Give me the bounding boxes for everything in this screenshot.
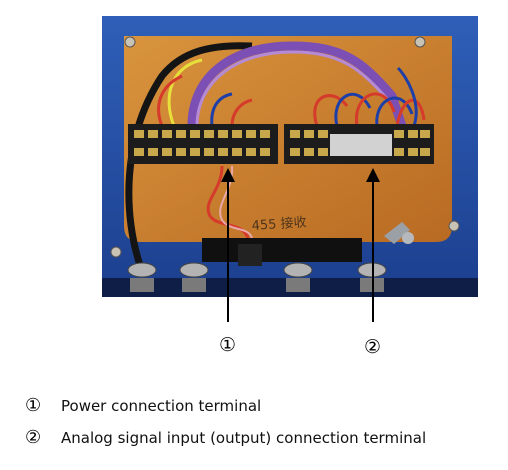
legend-text: Power connection terminal [61,397,262,415]
legend-item-signal: ② Analog signal input (output) connectio… [25,428,426,448]
legend-marker: ② [25,427,42,448]
legend-item-power: ① Power connection terminal [25,396,261,416]
legend-marker: ① [25,395,42,416]
junction-box-photo: 455 接收 [102,16,478,297]
legend-text: Analog signal input (output) connection … [61,429,427,447]
callout-marker-1: ① [219,334,237,356]
callout-marker-2: ② [364,336,382,358]
handwritten-label: 455 接收 [251,214,307,234]
